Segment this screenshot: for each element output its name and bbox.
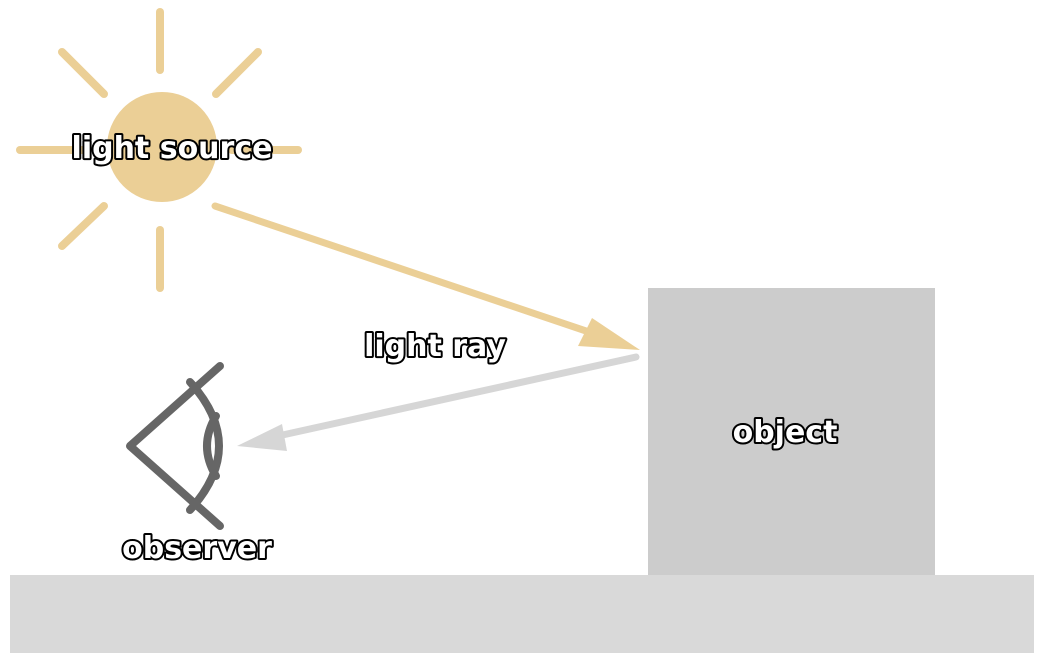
sun-rays: [16, 8, 302, 292]
reflected-ray-arrowhead: [237, 424, 287, 451]
light-ray-label: light ray: [364, 329, 506, 364]
observer-label: observer: [122, 531, 272, 566]
ground: [10, 575, 1034, 653]
eye-icon: [126, 362, 224, 530]
object-box: [648, 288, 935, 575]
reflected-light-ray: [237, 353, 640, 451]
incoming-light-ray: [211, 202, 640, 350]
sun-icon: [16, 8, 302, 292]
incoming-ray-arrowhead: [578, 318, 640, 350]
sun-disc: [107, 92, 217, 202]
object-label: object: [733, 415, 838, 450]
light-source-label: light source: [72, 131, 273, 166]
